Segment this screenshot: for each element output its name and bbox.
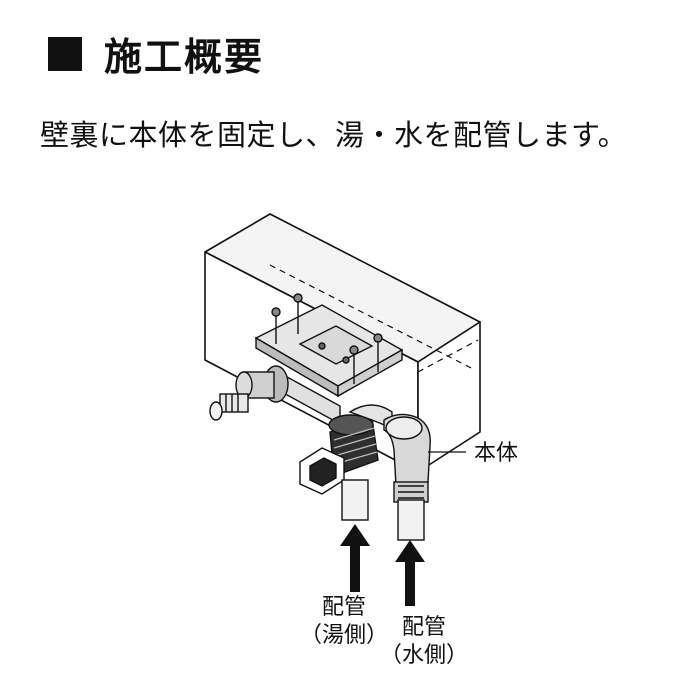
- up-arrow-icon: [340, 524, 425, 606]
- hot-water-fitting-icon: [209, 365, 289, 421]
- cold-pipe-label: 配管 （水側）: [380, 614, 468, 669]
- hot-pipe-label: 配管 （湯側）: [300, 594, 388, 649]
- hot-pipe-label-line1: 配管: [322, 595, 367, 620]
- page-title: 施工概要: [104, 35, 265, 79]
- mounting-bracket-icon: [254, 293, 404, 398]
- cold-pipe-label-line1: 配管: [402, 615, 447, 640]
- supply-pipes-icon: [341, 479, 425, 541]
- valve-cartridge-icon: [299, 404, 393, 495]
- section-header: 施工概要: [48, 26, 264, 81]
- description-text: 壁裏に本体を固定し、湯・水を配管します。: [40, 118, 628, 152]
- body-label: 本体: [474, 441, 519, 466]
- cold-pipe-label-line2: （水側）: [380, 642, 469, 668]
- hot-pipe-label-line2: （湯側）: [300, 622, 389, 648]
- black-square-icon: [48, 36, 82, 71]
